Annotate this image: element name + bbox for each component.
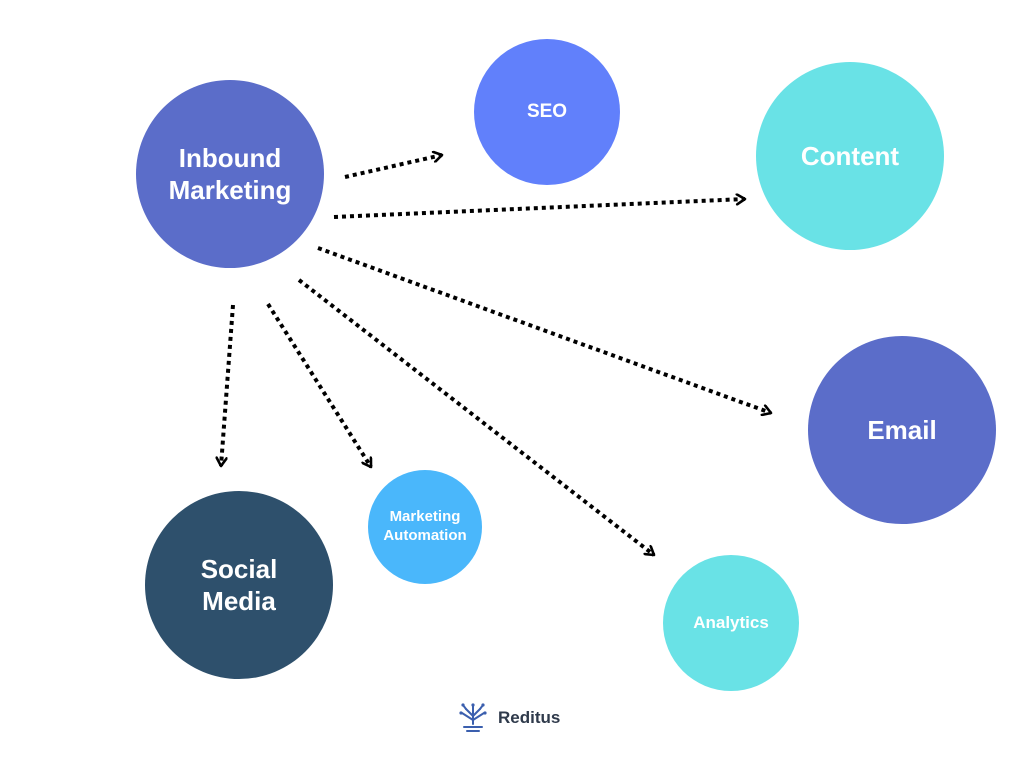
arrow-inbound-to-content xyxy=(333,199,745,219)
node-email: Email xyxy=(808,336,996,524)
node-label-line: Marketing xyxy=(168,175,292,205)
node-inbound-marketing: Inbound Marketing xyxy=(136,80,324,268)
node-analytics: Analytics xyxy=(663,555,799,691)
node-label-line: Social xyxy=(200,553,278,584)
node-seo: SEO xyxy=(474,39,620,185)
arrow-inbound-to-email xyxy=(317,246,771,413)
brand-logo: Reditus xyxy=(456,700,560,736)
node-label: Content xyxy=(800,140,900,171)
arrow-inbound-to-social xyxy=(221,304,235,466)
arrow-inbound-to-seo xyxy=(344,155,442,179)
node-content: Content xyxy=(756,62,944,250)
node-label: Email xyxy=(867,414,937,445)
node-label-line: Marketing xyxy=(389,508,461,526)
node-marketing-automation: Marketing Automation xyxy=(368,470,482,584)
tree-logo-icon xyxy=(459,703,487,732)
node-label-line: Inbound xyxy=(178,142,282,173)
brand-name: Reditus xyxy=(498,708,561,727)
node-label-line: Automation xyxy=(383,527,467,544)
node-label: Analytics xyxy=(693,613,769,633)
node-social-media: Social Media xyxy=(145,491,333,679)
arrow-inbound-to-analytics xyxy=(297,278,654,557)
node-label-line: Media xyxy=(202,586,276,616)
arrow-inbound-to-automation xyxy=(266,302,373,467)
node-label: SEO xyxy=(526,101,568,123)
